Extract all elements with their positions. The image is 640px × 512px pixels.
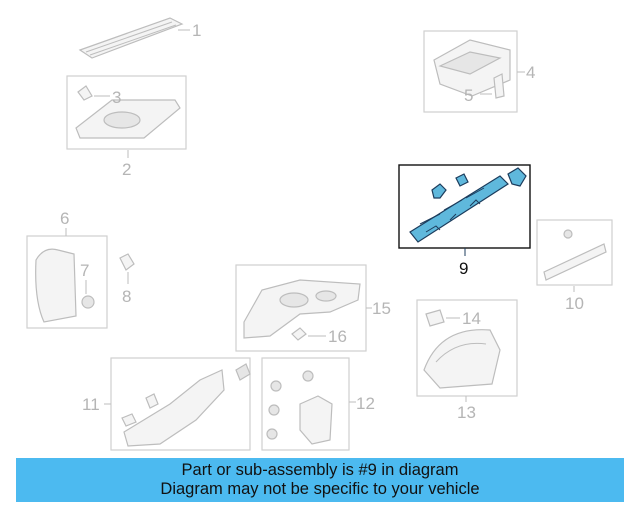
part-1-vent-strip: 1 xyxy=(78,17,201,59)
callout-12: 12 xyxy=(356,394,375,413)
part-9-clip-a xyxy=(431,183,447,199)
callout-13: 13 xyxy=(457,403,476,422)
callout-10: 10 xyxy=(565,294,584,313)
callout-15: 15 xyxy=(372,299,391,318)
part-6-group: 6 7 8 xyxy=(26,209,135,329)
callout-8: 8 xyxy=(122,287,131,306)
banner-line-1: Part or sub-assembly is #9 in diagram xyxy=(181,461,459,479)
callout-1: 1 xyxy=(192,21,201,40)
banner-line-2: Diagram may not be specific to your vehi… xyxy=(160,480,480,498)
callout-14: 14 xyxy=(462,309,481,328)
callout-4: 4 xyxy=(526,63,535,82)
callout-7: 7 xyxy=(80,261,89,280)
part-4-group: 5 4 xyxy=(423,30,535,113)
part-15-group: 16 15 xyxy=(235,264,391,352)
part-9-highlighted-panel xyxy=(409,175,509,243)
parts-diagram: 1 3 2 5 4 9 10 xyxy=(26,17,613,451)
callout-11: 11 xyxy=(82,395,100,414)
part-9-clip-c xyxy=(507,167,527,187)
part-12-group: 12 xyxy=(261,357,375,451)
part-9-group: 9 xyxy=(398,164,531,278)
part-11-group: 11 xyxy=(82,357,251,451)
part-10-group: 10 xyxy=(536,219,613,313)
callout-6: 6 xyxy=(60,209,69,228)
info-banner: Part or sub-assembly is #9 in diagram Di… xyxy=(16,458,624,502)
part-9-clip-b xyxy=(455,173,469,187)
callout-2: 2 xyxy=(122,160,131,179)
part-13-group: 14 13 xyxy=(416,299,518,422)
callout-5: 5 xyxy=(464,86,473,105)
part-2-group: 3 2 xyxy=(66,75,187,179)
callout-9: 9 xyxy=(459,259,468,278)
callout-3: 3 xyxy=(112,88,121,107)
callout-16: 16 xyxy=(328,327,347,346)
